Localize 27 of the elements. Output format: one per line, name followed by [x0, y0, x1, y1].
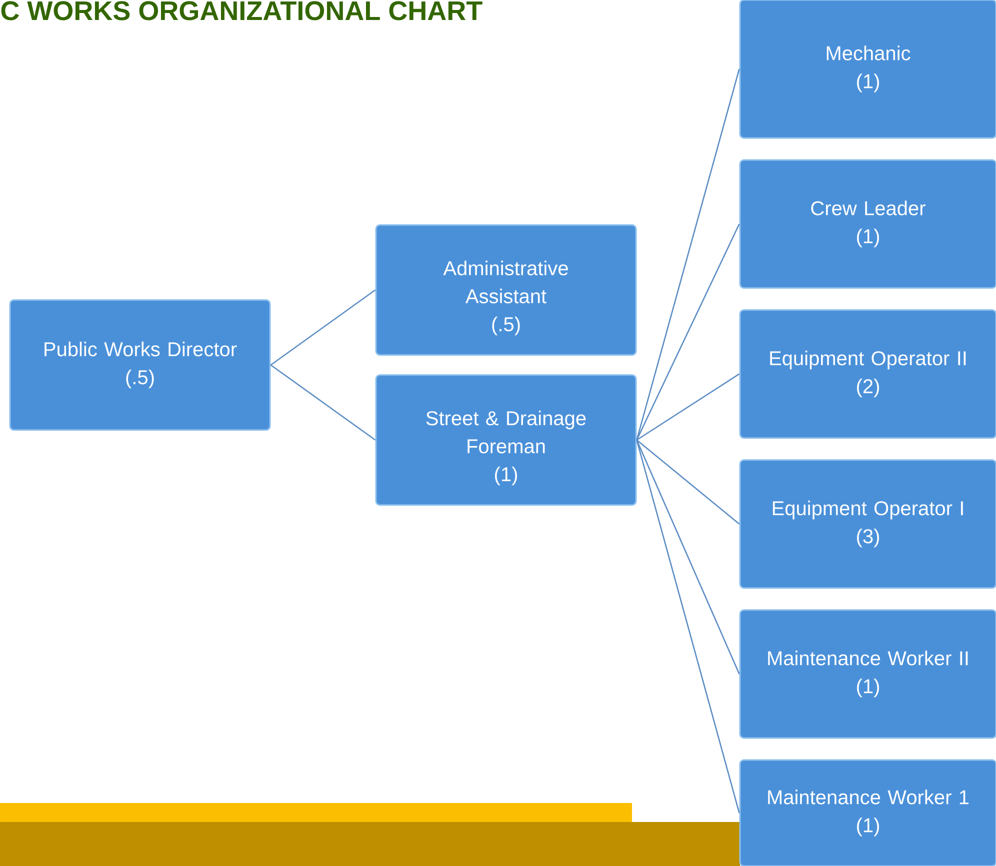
connector-line — [636, 68, 740, 440]
position-box — [739, 759, 996, 866]
connector-line — [636, 440, 740, 674]
position-label: Maintenance Worker II (1) — [768, 650, 968, 698]
position-label: Street & Drainage Foreman (1) — [426, 410, 586, 486]
position-box — [375, 224, 637, 356]
position-box — [739, 159, 996, 289]
position-box — [375, 374, 637, 506]
position-label: Equipment Operator I (3) — [772, 500, 963, 548]
position-label: Maintenance Worker 1 (1) — [768, 790, 969, 836]
position-box — [739, 309, 996, 439]
title: C WORKS ORGANIZATIONAL CHART — [1, 1, 482, 20]
position-box — [9, 299, 271, 431]
connector-line — [270, 364, 376, 441]
position-label: Equipment Operator II (2) — [770, 350, 966, 398]
position-box — [739, 0, 996, 139]
connector-line — [270, 289, 376, 366]
connector-line — [636, 440, 740, 814]
connector-line — [636, 373, 740, 441]
position-box — [739, 459, 996, 589]
position-label: Public Works Director (.5) — [44, 342, 237, 388]
connector-line — [636, 224, 740, 440]
position-label: Crew Leader (1) — [811, 200, 926, 248]
connector-line — [636, 439, 740, 524]
position-label: Mechanic (1) — [826, 46, 910, 92]
position-box — [739, 609, 996, 739]
position-label: Administrative Assistant (.5) — [443, 260, 568, 336]
